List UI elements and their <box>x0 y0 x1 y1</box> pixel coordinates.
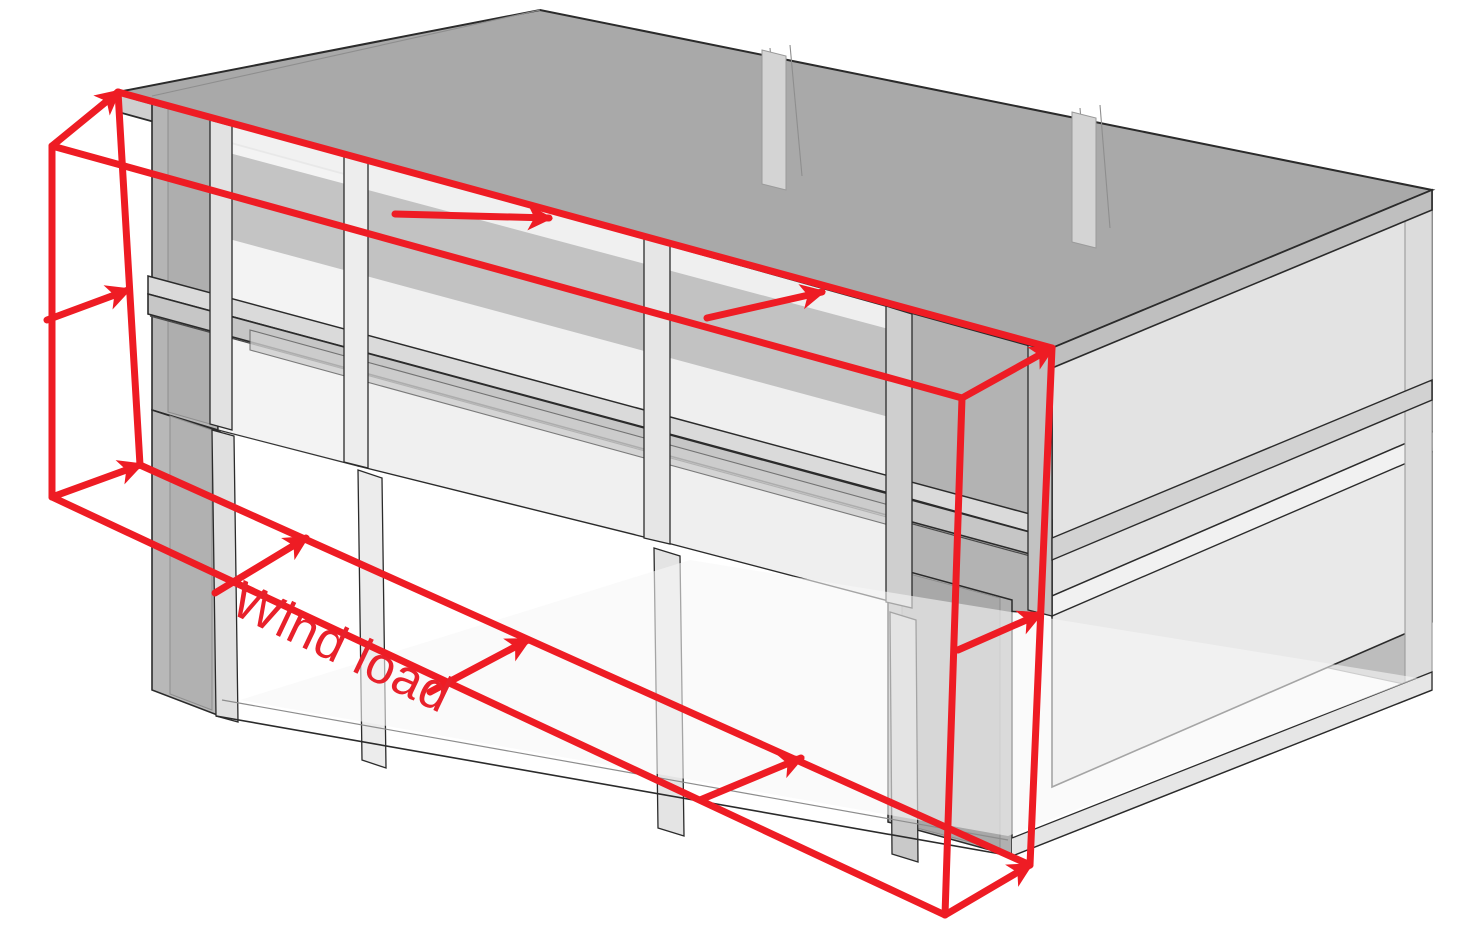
level2-slab-group <box>147 275 1053 563</box>
rear-column-1 <box>761 49 787 191</box>
column-upper-B <box>343 155 369 469</box>
building-model <box>117 8 1436 863</box>
wind-face-right-vertical <box>1026 344 1056 869</box>
wind-right-arrow-mid <box>954 610 1044 654</box>
wind-top-connector-mid <box>391 204 554 231</box>
rear-columns-faint <box>761 49 1097 249</box>
wind-top-connector-left <box>48 88 122 150</box>
right-end-corner-column <box>1404 189 1433 701</box>
wind-bottom-arrow-4 <box>941 861 1034 919</box>
wind-bottom-face-connectors <box>211 534 1034 919</box>
wind-face-top-rail <box>114 88 1056 352</box>
wind-top-face-connectors <box>48 88 1056 402</box>
base-ledge-band <box>1011 671 1433 857</box>
wind-face-bottom-rail <box>136 461 1034 869</box>
wind-left-arrow-bottom <box>48 460 144 501</box>
wind-load-annotation <box>43 88 1056 919</box>
shear-wall-upper-bay-1-inner <box>167 107 211 425</box>
wind-frame-top-rail-near <box>48 142 966 402</box>
wind-frame-bottom-rail-near <box>48 493 949 919</box>
wind-top-connector-mid-2 <box>703 284 826 322</box>
interior-floor-plane <box>240 560 1418 836</box>
column-upper-A <box>209 119 233 431</box>
wind-bottom-arrow-2 <box>426 636 532 696</box>
base-edge-front-inner <box>221 699 1009 841</box>
rear-column-2 <box>1071 111 1097 249</box>
level2-slab-right-return <box>1051 378 1433 562</box>
wind-top-connector-right <box>958 344 1056 402</box>
wind-right-face-connectors <box>954 610 1044 654</box>
wind-face-left-vertical <box>114 88 144 469</box>
column-upper-D <box>885 305 913 609</box>
column-upper-C <box>643 237 671 545</box>
base-edge-front <box>215 715 1013 857</box>
wind-left-arrow-mid <box>43 285 132 324</box>
right-end-wall-group <box>1051 188 1433 789</box>
wind-inner-frame <box>114 88 1056 869</box>
wind-left-face-connectors <box>43 285 144 501</box>
ground-edges-group <box>215 671 1433 857</box>
wind-bottom-arrow-3 <box>696 754 805 804</box>
wind-bottom-arrow-1 <box>211 534 310 597</box>
